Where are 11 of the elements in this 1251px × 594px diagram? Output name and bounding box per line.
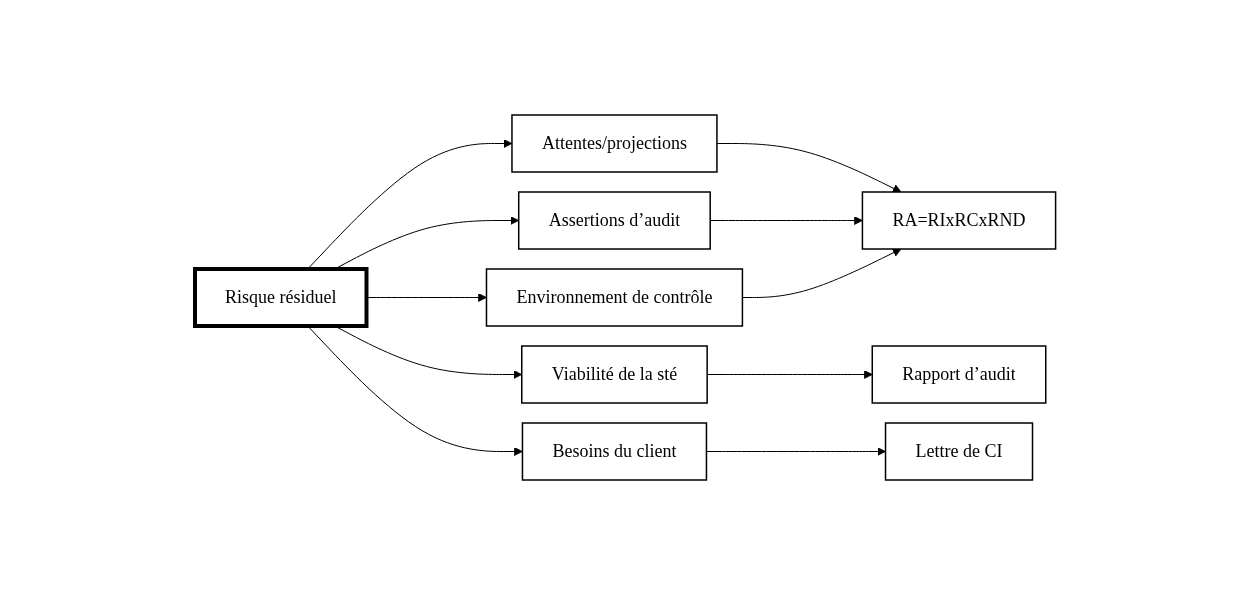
node-box: Assertions d’audit — [518, 190, 712, 250]
node-box: Rapport d’audit — [871, 344, 1047, 404]
node-box: Risque résiduel — [193, 266, 369, 328]
node-box: Besoins du client — [521, 421, 708, 481]
node-box: RA=RIxRCxRND — [861, 190, 1057, 250]
node-box: Viabilité de la sté — [521, 344, 709, 404]
node-box: Environnement de contrôle — [485, 267, 744, 327]
arrow — [307, 138, 513, 269]
arrow — [742, 248, 902, 298]
node-box: Attentes/projections — [511, 113, 718, 173]
node-box: Lettre de CI — [885, 421, 1034, 481]
